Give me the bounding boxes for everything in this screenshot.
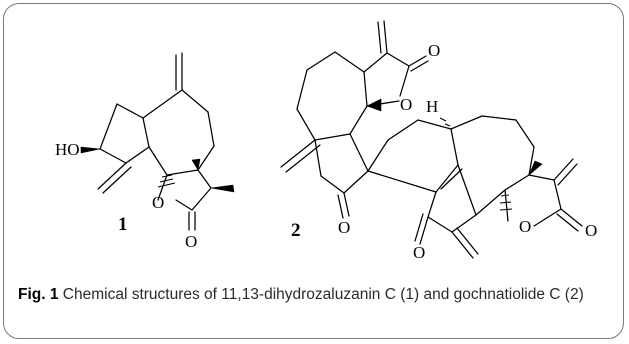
compound-2-lower-lactone-carbonyl-oxygen-label: O <box>585 221 597 240</box>
compound-1-hydroxyl-label: HO <box>55 140 80 159</box>
compound-2-upper-lactone-ring-oxygen-label: O <box>400 95 412 114</box>
figure-frame <box>3 3 624 339</box>
compound-2-hydrogen-label: H <box>426 97 438 116</box>
compound-1-structure: HO O O 1 <box>55 52 235 251</box>
compound-1-ring-oxygen-label: O <box>152 193 164 212</box>
compound-2-lower-lactone-ring-oxygen-label: O <box>519 217 531 236</box>
compound-1-carbonyl-oxygen-label: O <box>185 232 197 251</box>
compound-2-upper-lactone-carbonyl-oxygen-label: O <box>428 41 440 60</box>
figure-caption-label: Fig. 1 <box>18 286 59 303</box>
compound-1-number: 1 <box>118 214 128 235</box>
figure-caption-text: Chemical structures of 11,13-dihydrozalu… <box>62 286 584 303</box>
compound-2-structure: O O O H O <box>280 20 597 262</box>
compound-2-ketone-oxygen-left-label: O <box>338 218 350 237</box>
figure-caption: Fig. 1 Chemical structures of 11,13-dihy… <box>18 284 618 306</box>
compound-2-number: 2 <box>291 220 301 241</box>
compound-2-ketone-oxygen-right-label: O <box>413 243 425 262</box>
